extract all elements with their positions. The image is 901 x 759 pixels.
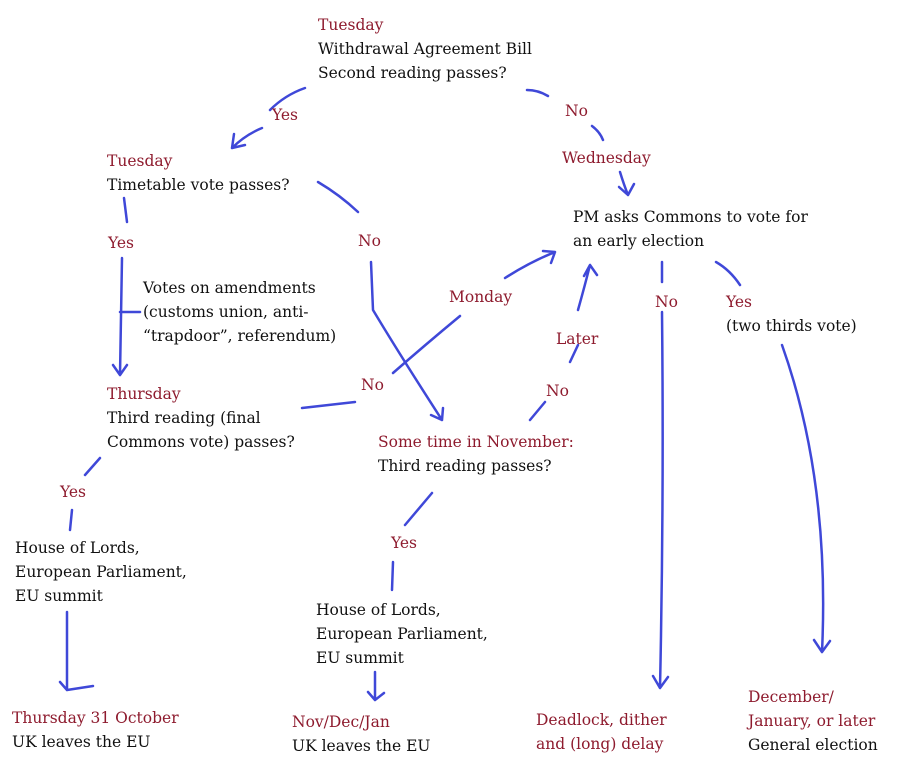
day-label: January, or later [748, 712, 876, 730]
node-text: Deadlock, dither [536, 711, 667, 729]
day-label: Tuesday [318, 16, 384, 34]
node-timetable: Tuesday Timetable vote passes? [107, 149, 290, 197]
arrow-thursday-no-monday [300, 249, 557, 410]
arrow-wednesday-to-election [617, 170, 636, 197]
node-text: General election [748, 736, 878, 754]
day-label: December/ [748, 688, 834, 706]
label-no: No [546, 382, 569, 400]
arrow-timetable-no [316, 180, 445, 422]
outcome-nov-dec-jan: Nov/Dec/Jan UK leaves the EU [292, 710, 430, 758]
label-no: No [565, 102, 588, 120]
node-second-reading: Tuesday Withdrawal Agreement Bill Second… [318, 13, 532, 85]
node-text: Votes on amendments [143, 279, 316, 297]
node-text: Commons vote) passes? [107, 433, 295, 451]
label-no: No [358, 232, 381, 250]
node-november: Some time in November: Third reading pas… [378, 430, 574, 478]
node-text: (customs union, anti- [143, 303, 309, 321]
node-text: an early election [573, 232, 705, 250]
label-no: No [655, 293, 678, 311]
node-text: PM asks Commons to vote for [573, 208, 808, 226]
node-text: EU summit [316, 649, 404, 667]
node-text: Timetable vote passes? [107, 176, 290, 194]
arrow-november-no-later [528, 263, 599, 422]
label-yes: Yes [60, 483, 87, 501]
node-text: “trapdoor”, referendum) [143, 327, 337, 345]
node-text: Withdrawal Agreement Bill [318, 40, 532, 58]
arrow-second-reading-no [525, 88, 605, 142]
day-label: Thursday [107, 385, 181, 403]
label-yes: Yes [726, 293, 753, 311]
label-note: (two thirds vote) [726, 317, 857, 335]
arrow-lords2-to-nov [366, 670, 386, 702]
node-text: EU summit [15, 587, 103, 605]
outcome-october: Thursday 31 October UK leaves the EU [12, 706, 179, 754]
day-label: Tuesday [107, 152, 173, 170]
label-yes-two-thirds: Yes (two thirds vote) [726, 290, 857, 338]
label-yes: Yes [108, 234, 135, 252]
arrow-lords1-to-october [58, 610, 95, 692]
outcome-general-election: December/ January, or later General elec… [748, 685, 878, 757]
outcome-deadlock: Deadlock, dither and (long) delay [536, 708, 667, 756]
label-yes: Yes [272, 106, 299, 124]
arrow-election-yes [714, 260, 832, 654]
day-label: Thursday 31 October [12, 709, 179, 727]
label-monday: Monday [449, 288, 513, 306]
day-label-wednesday: Wednesday [562, 149, 651, 167]
node-amendments: Votes on amendments (customs union, anti… [143, 276, 336, 348]
node-text: Third reading passes? [378, 457, 552, 475]
day-label: Some time in November: [378, 433, 574, 451]
node-early-election: PM asks Commons to vote for an early ele… [573, 205, 808, 253]
node-text: Second reading passes? [318, 64, 507, 82]
arrow-second-reading-yes [230, 86, 307, 150]
label-later: Later [556, 330, 599, 348]
node-lords-1: House of Lords, European Parliament, EU … [15, 536, 187, 608]
node-lords-2: House of Lords, European Parliament, EU … [316, 598, 488, 670]
node-text: European Parliament, [15, 563, 187, 581]
label-yes: Yes [391, 534, 418, 552]
node-text: UK leaves the EU [292, 737, 431, 755]
node-third-reading: Thursday Third reading (final Commons vo… [107, 382, 295, 454]
arrow-election-no [651, 260, 670, 690]
arrow-timetable-yes [111, 196, 142, 377]
node-text: UK leaves the EU [12, 733, 151, 751]
node-text: House of Lords, [316, 601, 441, 619]
arrow-november-yes [390, 491, 434, 592]
node-text: and (long) delay [536, 735, 664, 753]
day-label: Nov/Dec/Jan [292, 713, 390, 731]
node-text: House of Lords, [15, 539, 140, 557]
node-text: Third reading (final [107, 409, 261, 427]
node-text: European Parliament, [316, 625, 488, 643]
arrow-thursday-yes [68, 456, 102, 532]
label-no: No [361, 376, 384, 394]
